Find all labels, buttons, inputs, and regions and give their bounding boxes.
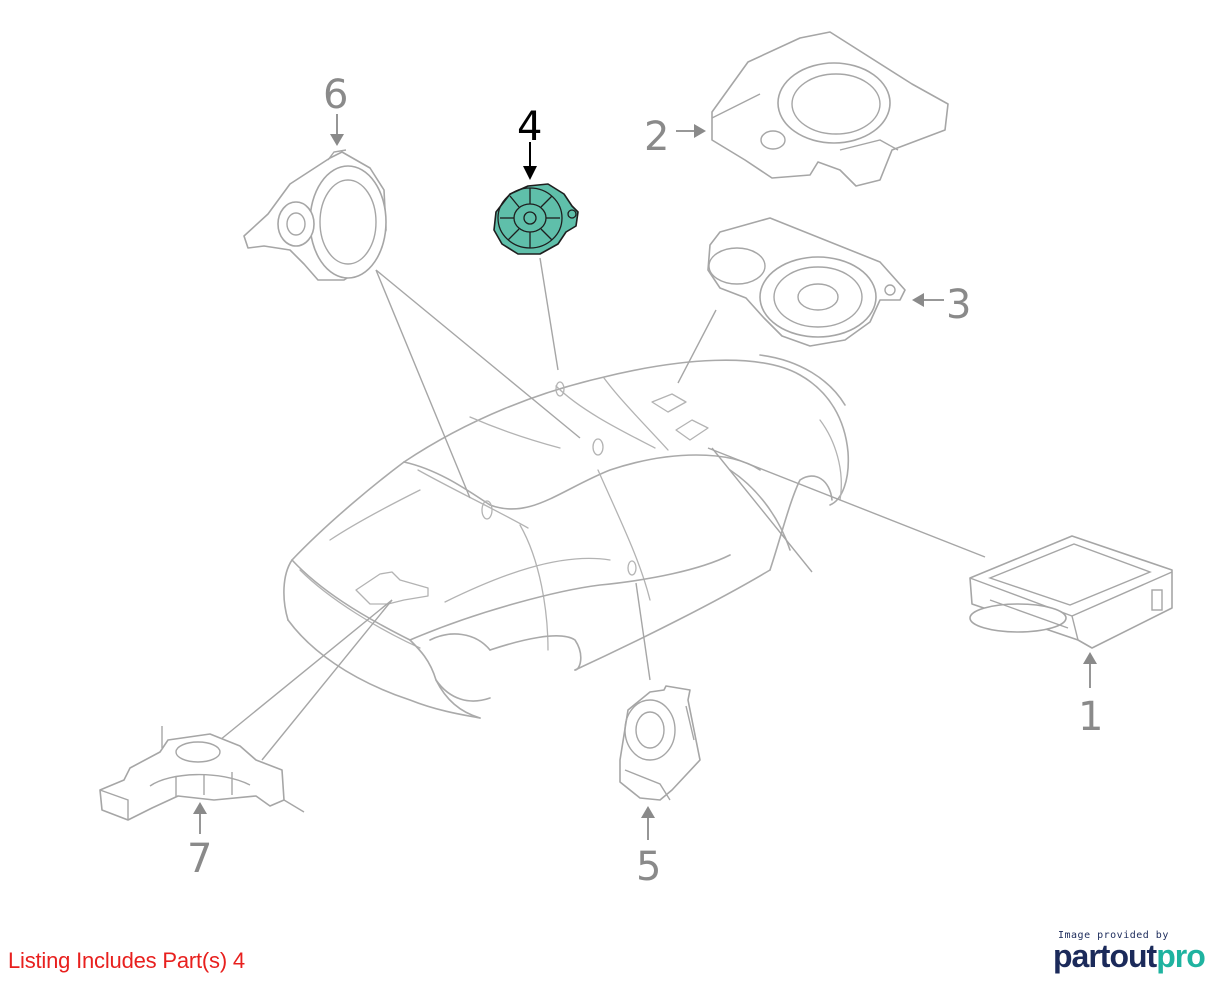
part-3-speaker[interactable]	[707, 217, 906, 347]
callout-6: 6	[323, 72, 348, 118]
part-5-speaker[interactable]	[619, 685, 701, 801]
part-4-tweeter-speaker[interactable]	[493, 183, 579, 255]
part-6-speaker[interactable]	[243, 149, 387, 281]
leader-lines	[219, 257, 986, 761]
car-body-outline	[283, 354, 850, 719]
partoutpro-logo: partoutpro	[1053, 938, 1206, 975]
provider-caption: Image provided by	[1058, 930, 1169, 941]
logo-part-2: pro	[1156, 938, 1206, 974]
callout-labels: 1 2 3 4 5 6 7	[187, 72, 1103, 890]
part-2-speaker-housing[interactable]	[711, 31, 949, 187]
callout-2: 2	[644, 114, 669, 160]
part-7-bracket[interactable]	[99, 726, 305, 821]
callout-arrows	[193, 114, 1097, 840]
part-1-control-unit[interactable]	[969, 535, 1173, 649]
logo-part-1: partout	[1053, 938, 1157, 974]
callout-1: 1	[1078, 694, 1103, 740]
callout-5: 5	[636, 844, 661, 890]
listing-includes-note: Listing Includes Part(s) 4	[8, 948, 245, 973]
callout-4: 4	[517, 104, 542, 150]
callout-3: 3	[946, 282, 971, 328]
callout-7: 7	[187, 836, 212, 882]
